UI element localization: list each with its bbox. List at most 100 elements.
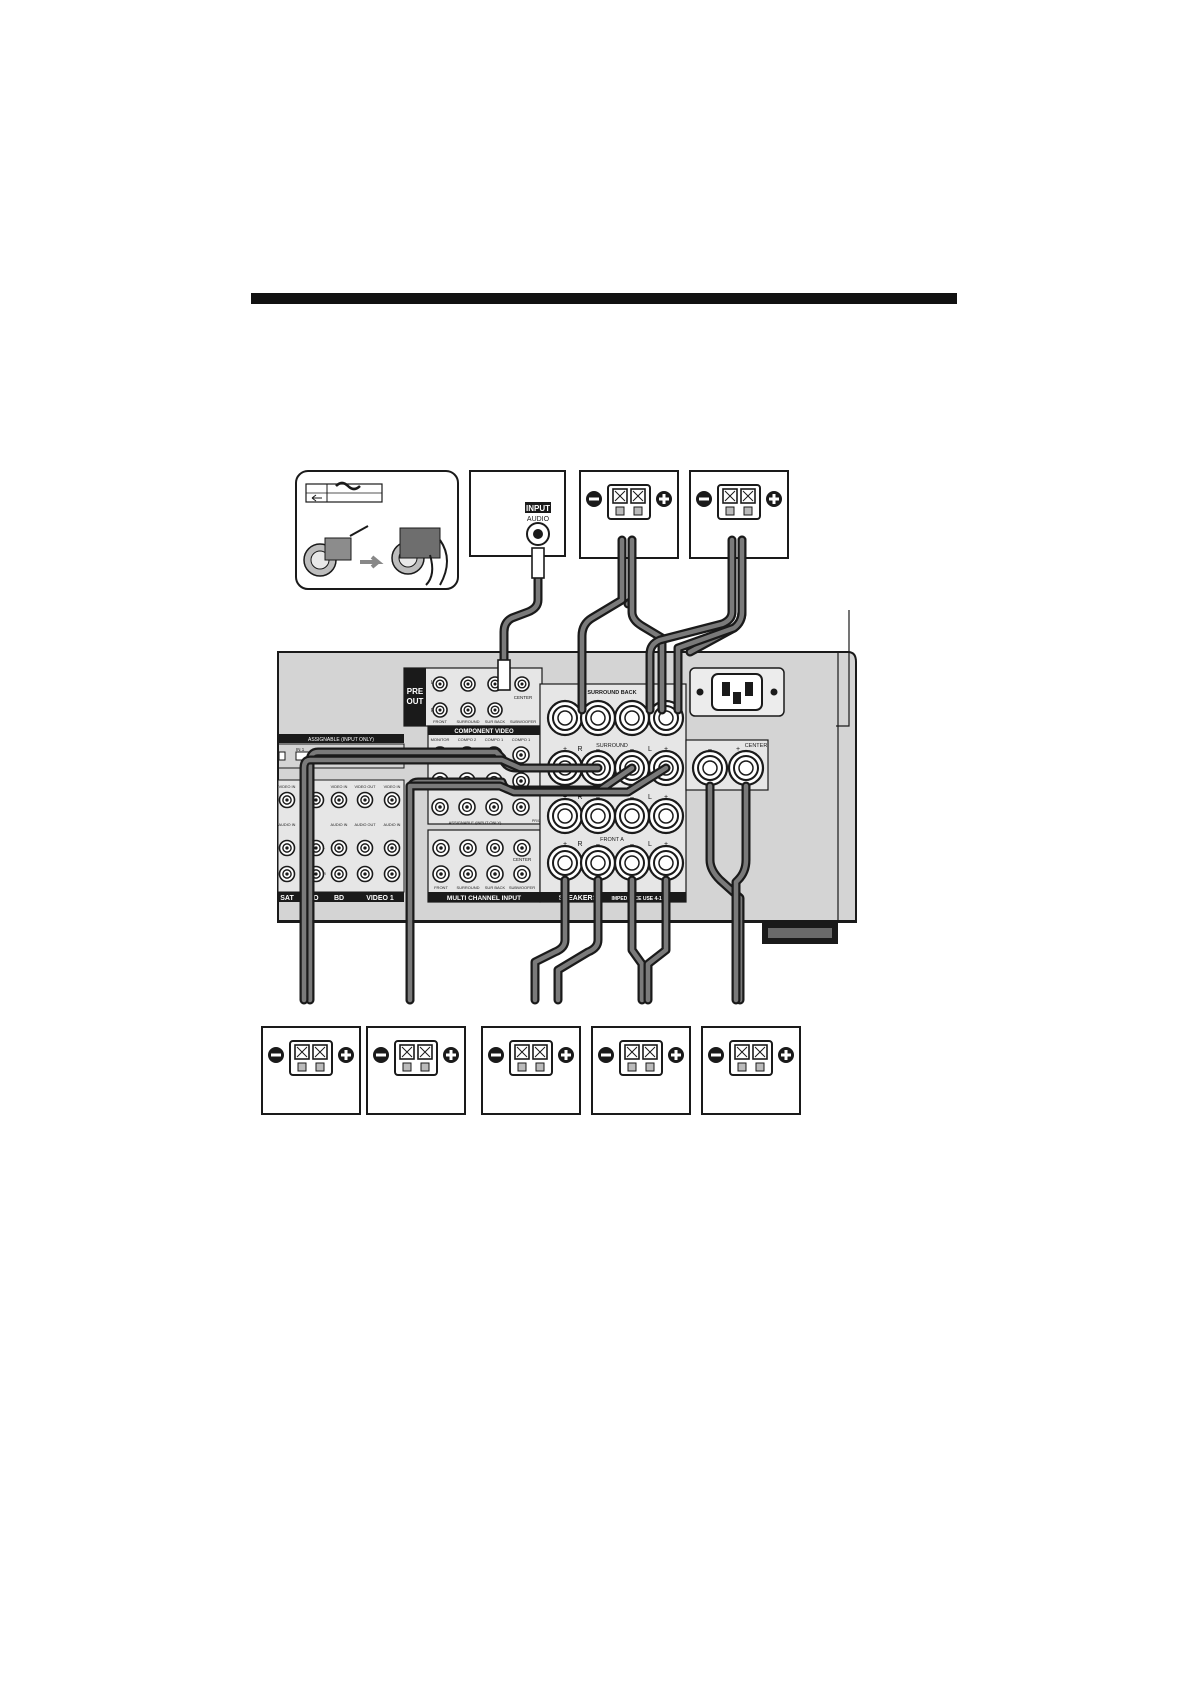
wire-preparation-inset — [295, 470, 459, 590]
input-bd-label: BD — [334, 895, 344, 902]
multi-channel-input-section: MULTI CHANNEL INPUT CENTER FRONT SURROUN… — [427, 829, 541, 903]
speaker-terminal — [647, 797, 685, 835]
multi-channel-jack — [432, 839, 450, 857]
r-label: R — [577, 746, 582, 753]
multi-channel-jack — [459, 865, 477, 883]
plus-icon — [766, 491, 782, 507]
wire-a — [705, 781, 745, 1005]
av-jack — [330, 839, 348, 857]
center-cable — [705, 781, 751, 1005]
center-minus-label: – — [708, 746, 712, 753]
front-left-speaker — [591, 1026, 691, 1115]
surround-left-cable — [405, 763, 671, 1005]
surround-back-left-wire-2 — [673, 535, 747, 715]
minus-label: – — [630, 841, 634, 848]
av-jack — [356, 791, 374, 809]
compo-pr-label: PR/CR — [532, 819, 543, 823]
center-speaker — [701, 1026, 801, 1115]
front-right-speaker — [481, 1026, 581, 1115]
impedance-label: IMPEDANCE USE 4-16Ω — [611, 896, 668, 902]
av-jack — [278, 791, 296, 809]
surround-label: SURROUND — [596, 743, 628, 749]
multi-channel-jack — [513, 839, 531, 857]
plus-label: + — [664, 841, 668, 848]
surround-back-label: SURROUND BACK — [587, 690, 636, 696]
pre-out-title-2: OUT — [407, 697, 424, 706]
plus-icon — [338, 1047, 354, 1063]
subwoofer-input-badge — [525, 502, 551, 513]
minus-label: – — [630, 794, 634, 801]
component-video-title: COMPONENT VIDEO — [454, 729, 514, 735]
plus-label: + — [664, 794, 668, 801]
minus-icon — [696, 491, 712, 507]
front-right-cable — [530, 875, 603, 1005]
speakers-label: SPEAKERS — [559, 895, 598, 902]
minus-label: – — [596, 841, 600, 848]
multi-channel-jack — [486, 865, 504, 883]
component-video-jack — [458, 798, 476, 816]
center-plus-label: + — [736, 746, 740, 753]
av-jack — [383, 791, 401, 809]
video1-out-label: VIDEO OUT — [355, 785, 377, 789]
plus-icon — [656, 491, 672, 507]
compo-assignable-footer: ASSIGNABLE (INPUT ONLY) — [449, 820, 502, 825]
video1-audio-out-label: AUDIO OUT — [354, 823, 376, 827]
component-video-jack — [512, 746, 530, 764]
speaker-terminal — [546, 797, 584, 835]
rca-plug-top — [531, 547, 545, 579]
center-terminal — [691, 749, 729, 787]
minus-icon — [373, 1047, 389, 1063]
arrow-right-icon — [360, 555, 384, 569]
speaker-terminal — [647, 844, 685, 882]
wire-a — [627, 875, 647, 1005]
plus-label: + — [563, 794, 567, 801]
pre-out-jack — [432, 676, 448, 692]
front-left-cable — [627, 875, 671, 1005]
pre-out-jack — [432, 702, 448, 718]
speaker-terminal — [579, 844, 617, 882]
subwoofer-input-label: INPUT — [526, 504, 550, 513]
minus-label: – — [596, 746, 600, 753]
compo-col-2: COMPO 2 — [458, 737, 477, 742]
speaker-terminal — [546, 844, 584, 882]
input-sat-label: SAT — [280, 895, 294, 902]
bottom-speakers — [261, 1026, 801, 1115]
component-video-jack — [431, 798, 449, 816]
av-jack — [383, 865, 401, 883]
ac-inlet — [689, 667, 785, 717]
arrow-left-icon — [311, 494, 322, 502]
minus-icon — [708, 1047, 724, 1063]
bd-video-in-label: VIDEO IN — [331, 785, 348, 789]
minus-icon — [598, 1047, 614, 1063]
av-jack — [278, 839, 296, 857]
wire-b — [405, 763, 671, 1005]
video1-audio-in-label: AUDIO IN — [384, 823, 401, 827]
pre-out-subwoofer-label: SUBWOOFER — [510, 719, 536, 724]
mc-subwoofer-label: SUBWOOFER — [509, 885, 535, 890]
mc-surround-label: SURROUND — [456, 885, 479, 890]
av-jack — [356, 865, 374, 883]
subwoofer-audio-label: AUDIO — [527, 516, 550, 523]
pre-out-jack — [460, 702, 476, 718]
plus-icon — [668, 1047, 684, 1063]
component-video-jack — [512, 772, 530, 790]
speaker-terminal — [613, 844, 651, 882]
l-label: L — [648, 841, 652, 848]
minus-label: – — [630, 746, 634, 753]
speaker-terminal — [579, 699, 617, 737]
surround-right-speaker — [261, 1026, 361, 1115]
plus-icon — [778, 1047, 794, 1063]
speaker-cables — [299, 535, 751, 1005]
pre-out-front-label: FRONT — [433, 719, 447, 724]
pre-out-section: PRE OUT L R CENTER FRONT SURROUND SUR BA… — [403, 667, 543, 727]
multi-channel-jack — [459, 839, 477, 857]
plus-label: + — [563, 746, 567, 753]
compo-col-1a: COMPO 1 — [485, 737, 504, 742]
av-jack — [356, 839, 374, 857]
multi-channel-jack — [513, 865, 531, 883]
center-terminal-label: CENTER — [745, 743, 768, 749]
speaker-terminal — [546, 699, 584, 737]
pre-out-title-1: PRE — [407, 687, 424, 696]
